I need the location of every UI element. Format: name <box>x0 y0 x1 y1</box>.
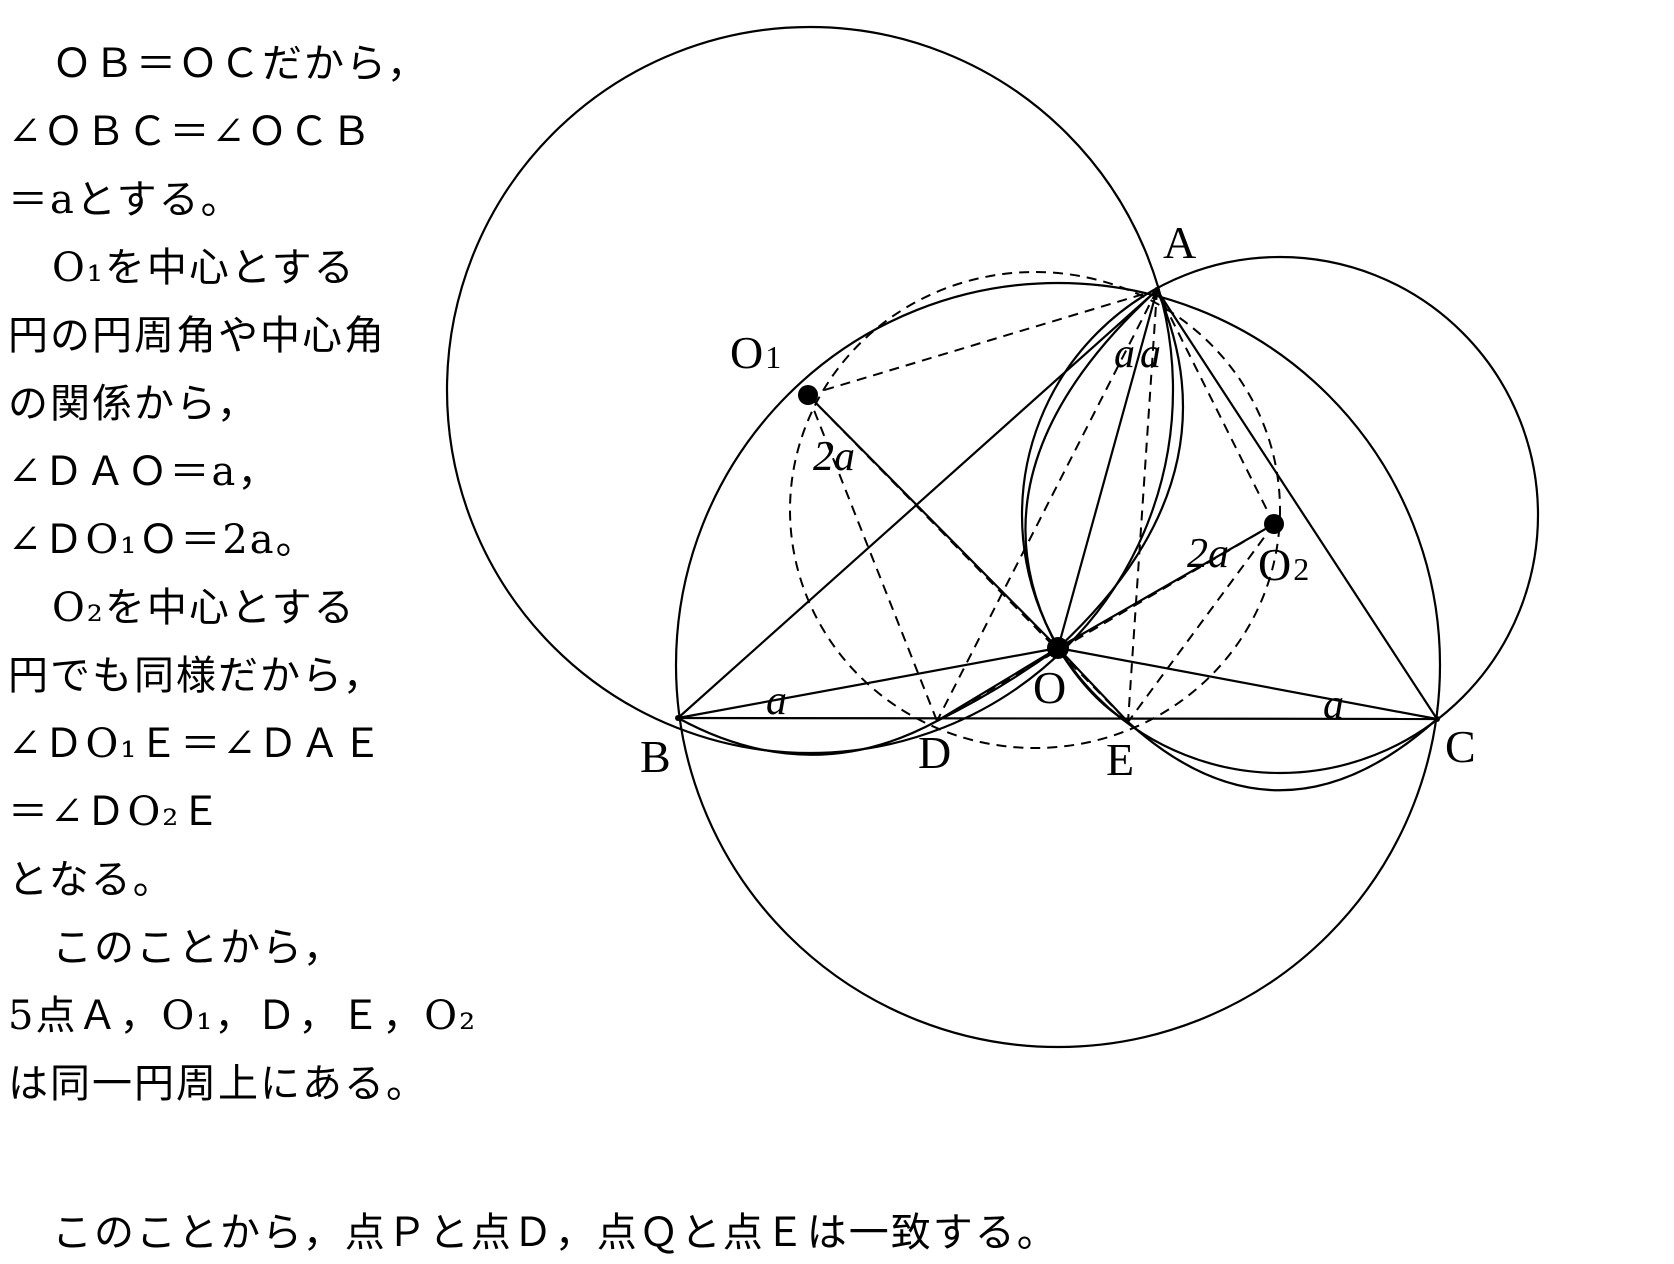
angle-label-a-b: a <box>766 678 787 724</box>
angle-label-a-c: a <box>1323 682 1344 728</box>
text-line-10: 円でも同様だから， <box>8 653 385 699</box>
text-line-6: の関係から， <box>8 381 259 427</box>
arc-ao-right <box>1057 289 1184 649</box>
arc-ec <box>1127 718 1438 792</box>
angle-label-a-left: a <box>1114 331 1135 377</box>
label-o2: O2 <box>1258 539 1309 590</box>
label-o1: O1 <box>730 327 781 378</box>
text-line-16: は同一円周上にある。 <box>8 1061 428 1107</box>
circle-five-points <box>789 271 1281 749</box>
text-line-15: 5点Ａ，O₁，Ｄ，Ｅ，O₂ <box>8 993 478 1039</box>
circle-o2 <box>1020 255 1540 775</box>
angle-label-a-right: a <box>1140 331 1161 377</box>
point-o1 <box>798 385 818 405</box>
text-line-3: ＝aとする。 <box>8 177 243 223</box>
point-o <box>1047 637 1069 659</box>
angle-label-2a-o2: 2a <box>1187 531 1229 577</box>
text-line-9: O₂を中心とする <box>52 585 356 631</box>
label-c: C <box>1445 721 1476 772</box>
text-line-7: ∠ＤＡＯ＝a， <box>8 449 280 495</box>
point-o2 <box>1264 514 1284 534</box>
angle-label-2a-o1: 2a <box>813 434 855 480</box>
text-line-1: ＯＢ＝ＯＣだから， <box>52 41 429 87</box>
arc-bd <box>677 717 938 756</box>
label-o: O <box>1033 662 1066 713</box>
text-line-2: ∠ＯＢＣ＝∠ＯＣＢ <box>8 109 374 155</box>
text-line-4: O₁を中心とする <box>52 245 356 291</box>
text-line-14: このことから， <box>52 925 345 971</box>
text-line-11: ∠ＤO₁Ｅ＝∠ＤＡＥ <box>8 721 384 767</box>
conclusion-line: このことから，点Ｐと点Ｄ，点Ｑと点Ｅは一致する。 <box>52 1210 1059 1256</box>
text-line-8: ∠ＤO₁Ｏ＝2a。 <box>8 517 318 563</box>
text-line-13: となる。 <box>8 857 175 903</box>
circumcircle-abc <box>674 281 1442 1049</box>
circle-o1 <box>445 25 1175 755</box>
label-b: B <box>640 731 671 782</box>
arc-ao-left <box>1024 289 1158 649</box>
text-line-12: ＝∠ＤO₂Ｅ <box>8 789 223 835</box>
label-e: E <box>1106 734 1134 785</box>
label-a: A <box>1163 217 1196 268</box>
text-line-5: 円の円周角や中心角 <box>8 313 386 359</box>
label-d: D <box>918 727 951 778</box>
